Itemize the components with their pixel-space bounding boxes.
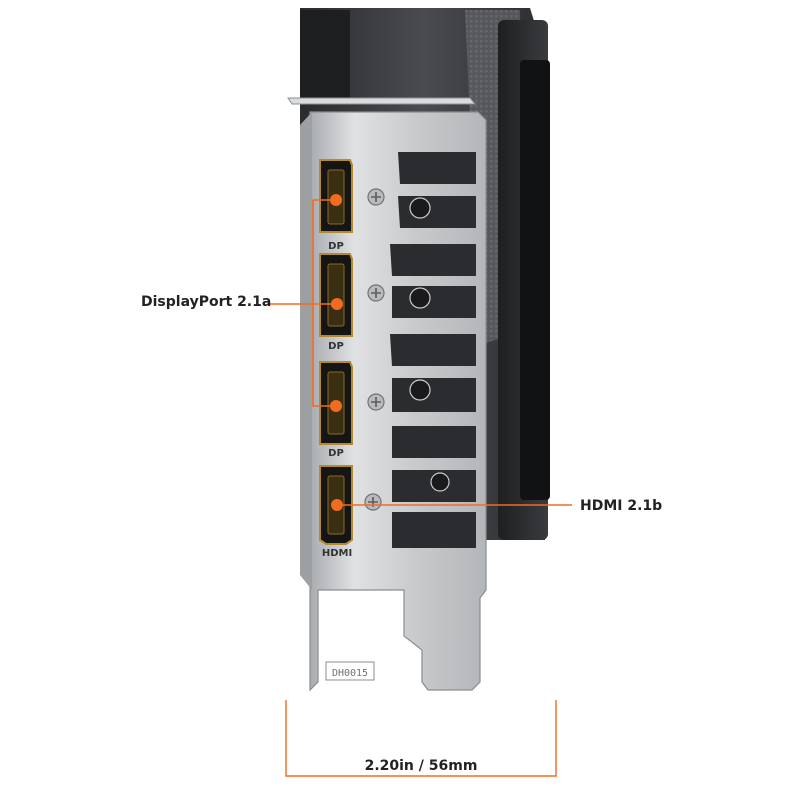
port-label-hdmi: HDMI xyxy=(322,548,352,559)
displayport-callout xyxy=(268,199,337,407)
screw-icon xyxy=(367,188,385,206)
port-label-dp-2: DP xyxy=(328,341,344,352)
hdmi-callout-label: HDMI 2.1b xyxy=(580,498,663,514)
displayport-callout-label: DisplayPort 2.1a xyxy=(141,294,272,310)
port-label-dp-1: DP xyxy=(328,241,344,252)
port-label-dp-3: DP xyxy=(328,448,344,459)
vent-slots xyxy=(390,152,476,548)
width-dimension-bracket xyxy=(285,700,557,777)
screw-icon xyxy=(367,393,385,411)
displayport-port-icon xyxy=(319,253,353,337)
screw-icon xyxy=(367,284,385,302)
bracket-stamp: DH0015 xyxy=(332,668,368,679)
screw-icon xyxy=(364,493,382,511)
width-dimension-label: 2.20in / 56mm xyxy=(364,758,478,774)
